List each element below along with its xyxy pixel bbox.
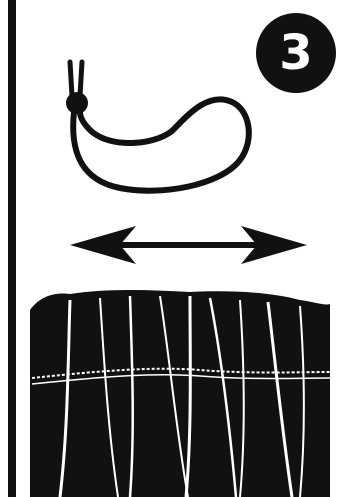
drawstring-cord-icon bbox=[66, 62, 249, 191]
double-headed-arrow-icon bbox=[70, 226, 307, 264]
bag-bottom-icon bbox=[30, 290, 330, 497]
